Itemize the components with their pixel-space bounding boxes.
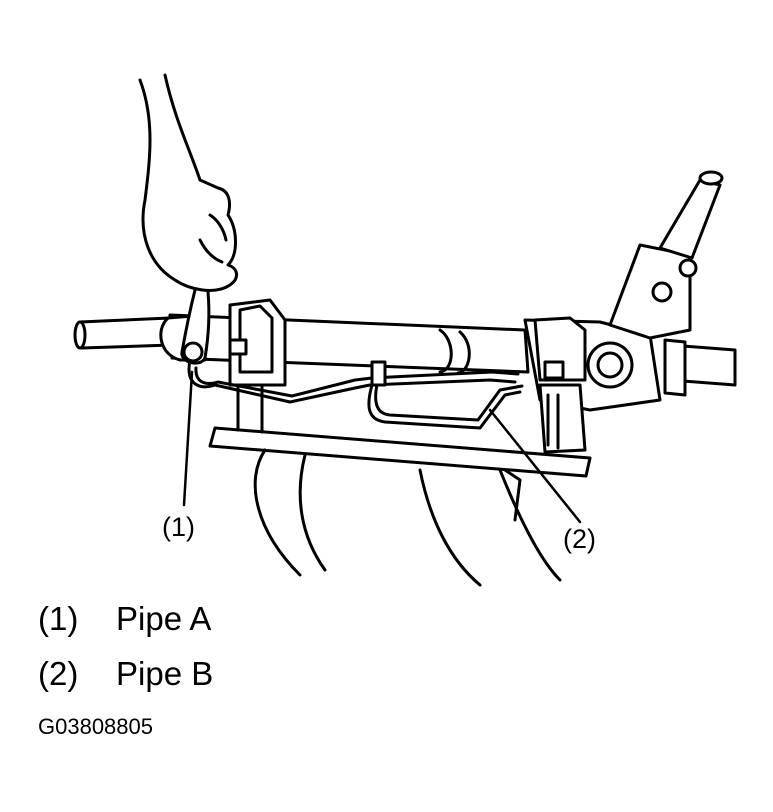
legend-item-pipe-b: (2) Pipe B — [38, 657, 213, 690]
callout-2-label: (2) — [563, 524, 596, 554]
legend-item-pipe-a: (1) Pipe A — [38, 602, 211, 635]
callout-1-label: (1) — [162, 512, 195, 542]
legend-label: Pipe A — [116, 600, 212, 637]
callout-leaders — [182, 370, 582, 524]
legend-number: (1) — [38, 600, 79, 637]
hand-with-wrench — [138, 73, 238, 365]
hydraulic-pipes — [187, 358, 524, 430]
steering-rack-illustration — [73, 73, 737, 587]
legend-label: Pipe B — [116, 655, 214, 692]
legend-number: (2) — [38, 655, 79, 692]
vise-fixture — [208, 378, 592, 587]
figure-code: G03808805 — [38, 714, 153, 739]
